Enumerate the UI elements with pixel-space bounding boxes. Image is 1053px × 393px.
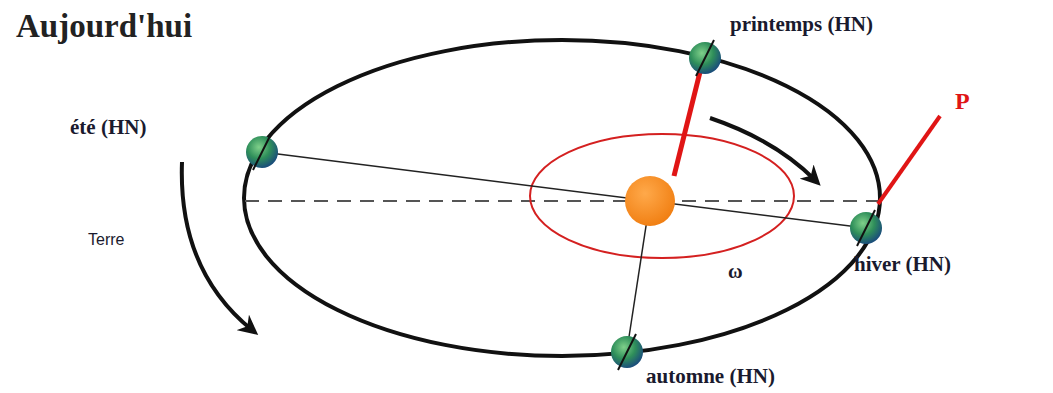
major-axis	[245, 200, 880, 202]
earth-orbit	[244, 40, 880, 356]
earth	[850, 210, 882, 246]
axis-label: P	[955, 88, 970, 115]
season-label: printemps (HN)	[730, 12, 873, 37]
solstice-line	[262, 152, 866, 228]
earth	[689, 40, 721, 76]
motion-arrow	[710, 118, 815, 180]
season-label: été (HN)	[70, 115, 146, 140]
earth	[611, 334, 643, 370]
sun	[625, 176, 675, 226]
red-axis	[674, 72, 700, 176]
season-label: automne (HN)	[646, 364, 775, 389]
motion-arrow	[182, 162, 252, 330]
season-label: hiver (HN)	[854, 252, 951, 277]
omega-orbit	[530, 134, 794, 258]
planet-label: Terre	[88, 231, 124, 249]
p-direction	[878, 116, 940, 204]
diagram-title: Aujourd'hui	[16, 8, 192, 45]
earth	[246, 134, 278, 170]
angle-label: ω	[728, 260, 743, 283]
